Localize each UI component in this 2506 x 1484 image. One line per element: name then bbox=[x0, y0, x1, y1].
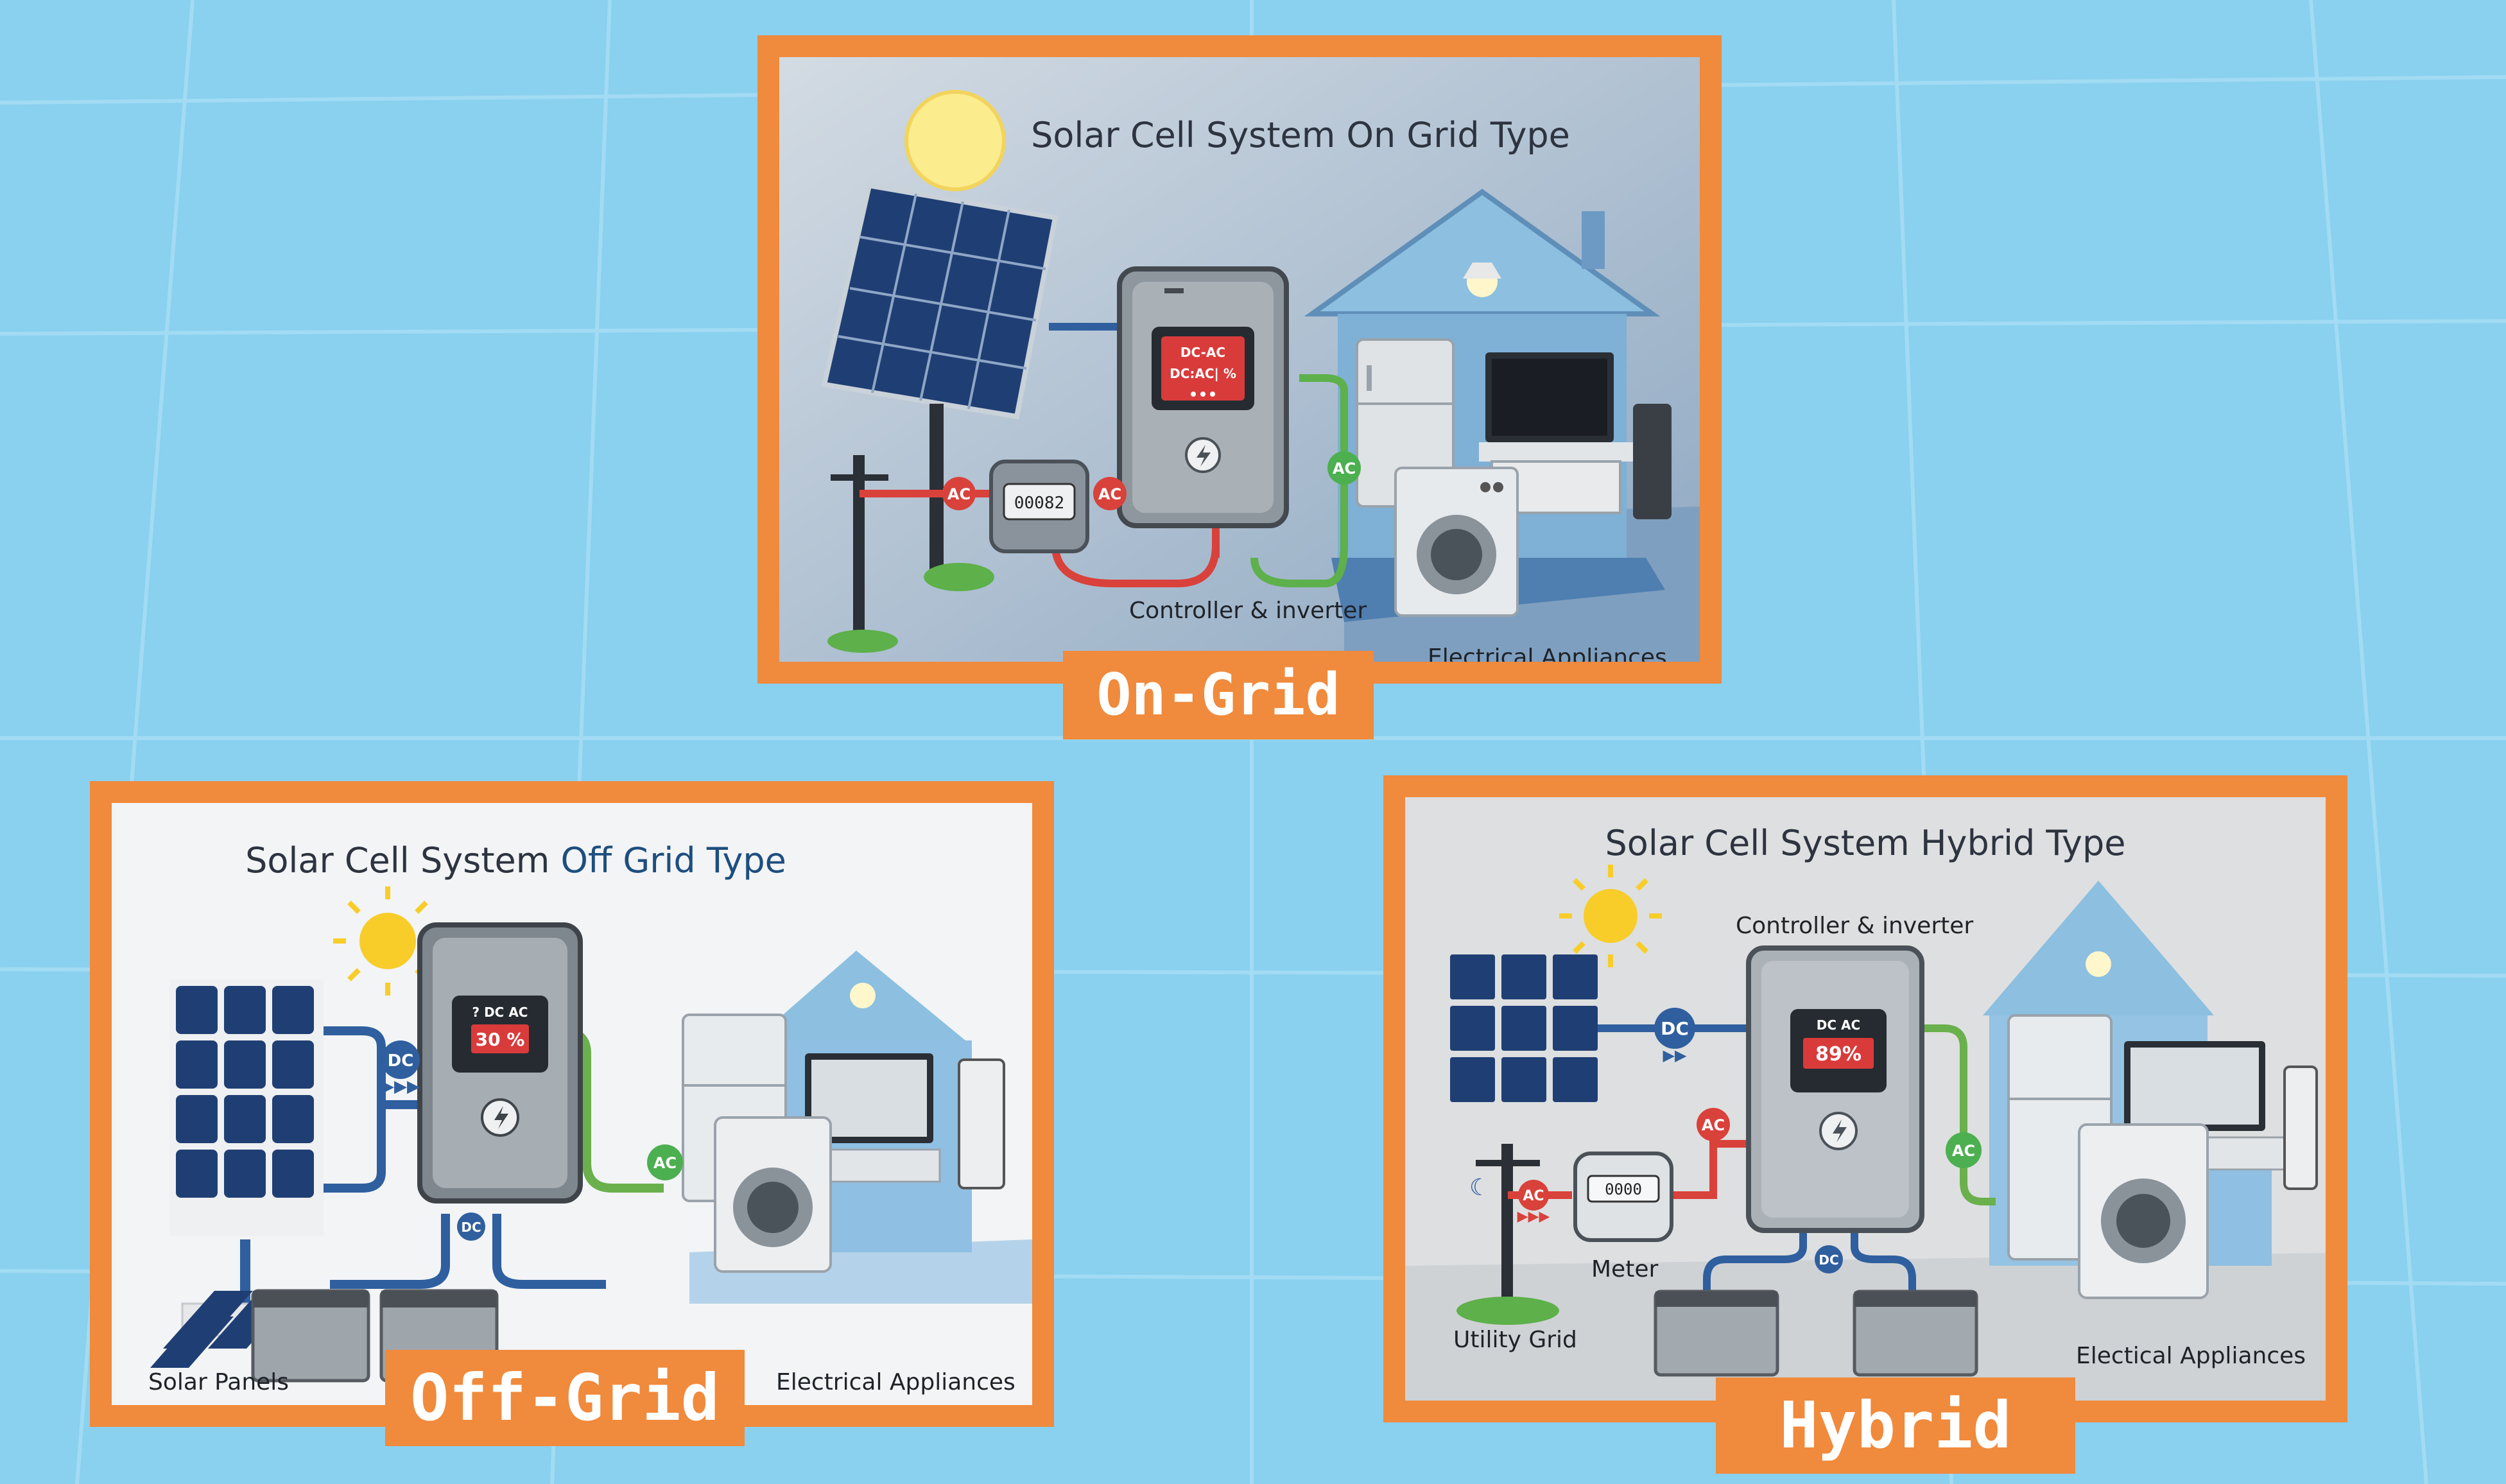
ac-badge-1: AC bbox=[942, 477, 976, 510]
inverter-icon: DC-AC DC:AC| % bbox=[1117, 266, 1289, 528]
svg-text:AC: AC bbox=[947, 485, 971, 503]
inverter-label: Controller & inverter bbox=[1129, 598, 1367, 624]
hybrid-panel: ☾ 0000 DC AC bbox=[1383, 775, 2347, 1474]
inverter-screen-line2: 30 % bbox=[476, 1029, 525, 1050]
title-main: Solar Cell System bbox=[245, 840, 550, 881]
washing-machine-icon bbox=[2078, 1123, 2209, 1299]
svg-text:DC: DC bbox=[461, 1220, 481, 1235]
type-tag: Off-Grid bbox=[385, 1350, 745, 1446]
svg-text:DC: DC bbox=[1819, 1252, 1838, 1268]
electric-meter-icon: 00082 bbox=[989, 460, 1089, 553]
svg-text:AC: AC bbox=[1098, 485, 1121, 503]
svg-text:AC: AC bbox=[1702, 1116, 1725, 1134]
inverter-screen-line2: DC:AC| % bbox=[1170, 366, 1236, 381]
panel-title: Solar Cell System Hybrid Type bbox=[1605, 823, 2126, 863]
speaker-icon bbox=[2283, 1066, 2318, 1190]
svg-text:DC: DC bbox=[1661, 1018, 1689, 1039]
svg-text:▶▶▶: ▶▶▶ bbox=[1517, 1209, 1550, 1225]
svg-text:☾: ☾ bbox=[1469, 1175, 1490, 1201]
inverter-screen-line1: DC-AC bbox=[1180, 345, 1225, 360]
svg-text:▶▶▶: ▶▶▶ bbox=[381, 1077, 420, 1096]
hybrid-illustration: ☾ 0000 DC AC bbox=[1405, 797, 2326, 1401]
hybrid-scene: ☾ 0000 DC AC bbox=[1405, 797, 2326, 1401]
type-tag: On-Grid bbox=[1063, 651, 1374, 739]
panel-title: Solar Cell System Off Grid Type bbox=[112, 840, 1032, 881]
type-tag: Hybrid bbox=[1716, 1377, 2075, 1474]
appliances-label: Electrical Appliances bbox=[776, 1369, 1015, 1395]
inverter-icon: DC AC 89% bbox=[1746, 945, 1924, 1233]
title-accent: Off Grid Type bbox=[560, 840, 786, 881]
panel-title: Solar Cell System On Grid Type bbox=[1031, 115, 1570, 155]
dc-badge-2: DC bbox=[1815, 1245, 1843, 1273]
inverter-icon: ? DC AC 30 % bbox=[417, 922, 583, 1204]
inverter-label: Controller & inverter bbox=[1736, 913, 1974, 939]
svg-text:▶▶: ▶▶ bbox=[1663, 1046, 1687, 1064]
utility-pole-icon: ☾ bbox=[1456, 1144, 1559, 1325]
inverter-screen-line1: DC AC bbox=[1817, 1017, 1860, 1033]
on-grid-scene: 00082 DC-AC DC:AC| % AC bbox=[779, 57, 1700, 662]
panels-label: Solar Panels bbox=[148, 1369, 289, 1395]
battery-icon-2 bbox=[1853, 1290, 1978, 1377]
sun-icon bbox=[904, 90, 1006, 191]
off-grid-illustration: ? DC AC 30 % bbox=[112, 803, 1032, 1405]
appliances-label: Electical Appliances bbox=[2076, 1343, 2306, 1369]
on-grid-illustration: 00082 DC-AC DC:AC| % AC bbox=[779, 57, 1700, 662]
ac-badge: AC bbox=[647, 1144, 683, 1180]
sun-icon bbox=[333, 886, 442, 996]
grid-label: Utility Grid bbox=[1453, 1327, 1577, 1353]
ac-badge-1: AC ▶▶▶ bbox=[1517, 1180, 1550, 1225]
solar-panel-icon bbox=[1450, 954, 1598, 1102]
tv-icon bbox=[1479, 352, 1639, 514]
ac-badge-3: AC bbox=[1946, 1132, 1982, 1168]
dc-badge-1: DC ▶▶▶ bbox=[381, 1040, 420, 1096]
battery-icon bbox=[251, 1289, 370, 1383]
sun-icon bbox=[1559, 865, 1662, 967]
solar-panel-icon bbox=[821, 182, 1059, 571]
washing-machine-icon bbox=[714, 1116, 832, 1273]
svg-text:AC: AC bbox=[1333, 460, 1356, 478]
inverter-screen-line1: ? DC AC bbox=[472, 1005, 528, 1020]
ac-badge-2: AC bbox=[1697, 1108, 1730, 1141]
inverter-screen-line2: 89% bbox=[1815, 1043, 1862, 1066]
dc-badge-1: DC ▶▶ bbox=[1654, 1008, 1695, 1064]
appliances-label: Electrical Appliances bbox=[1428, 644, 1667, 662]
dc-badge-2: DC bbox=[457, 1212, 485, 1241]
svg-text:AC: AC bbox=[1952, 1142, 1975, 1160]
meter-reading: 00082 bbox=[1014, 494, 1064, 513]
svg-text:AC: AC bbox=[1523, 1188, 1544, 1204]
washing-machine-icon bbox=[1394, 467, 1519, 617]
on-grid-panel: 00082 DC-AC DC:AC| % AC bbox=[757, 35, 1722, 739]
off-grid-scene: ? DC AC 30 % bbox=[112, 803, 1032, 1405]
ac-badge-3: AC bbox=[1327, 451, 1361, 485]
electric-meter-icon: 0000 bbox=[1573, 1152, 1673, 1242]
svg-text:AC: AC bbox=[653, 1154, 677, 1172]
utility-pole-icon bbox=[827, 455, 994, 653]
svg-text:DC: DC bbox=[388, 1051, 414, 1071]
meter-reading: 0000 bbox=[1605, 1180, 1642, 1198]
off-grid-panel: ? DC AC 30 % bbox=[90, 781, 1054, 1446]
meter-label: Meter bbox=[1591, 1256, 1659, 1282]
battery-icon bbox=[1654, 1290, 1779, 1377]
ac-badge-2: AC bbox=[1093, 477, 1127, 510]
speaker-icon bbox=[958, 1058, 1005, 1189]
speaker-icon bbox=[1633, 404, 1672, 519]
